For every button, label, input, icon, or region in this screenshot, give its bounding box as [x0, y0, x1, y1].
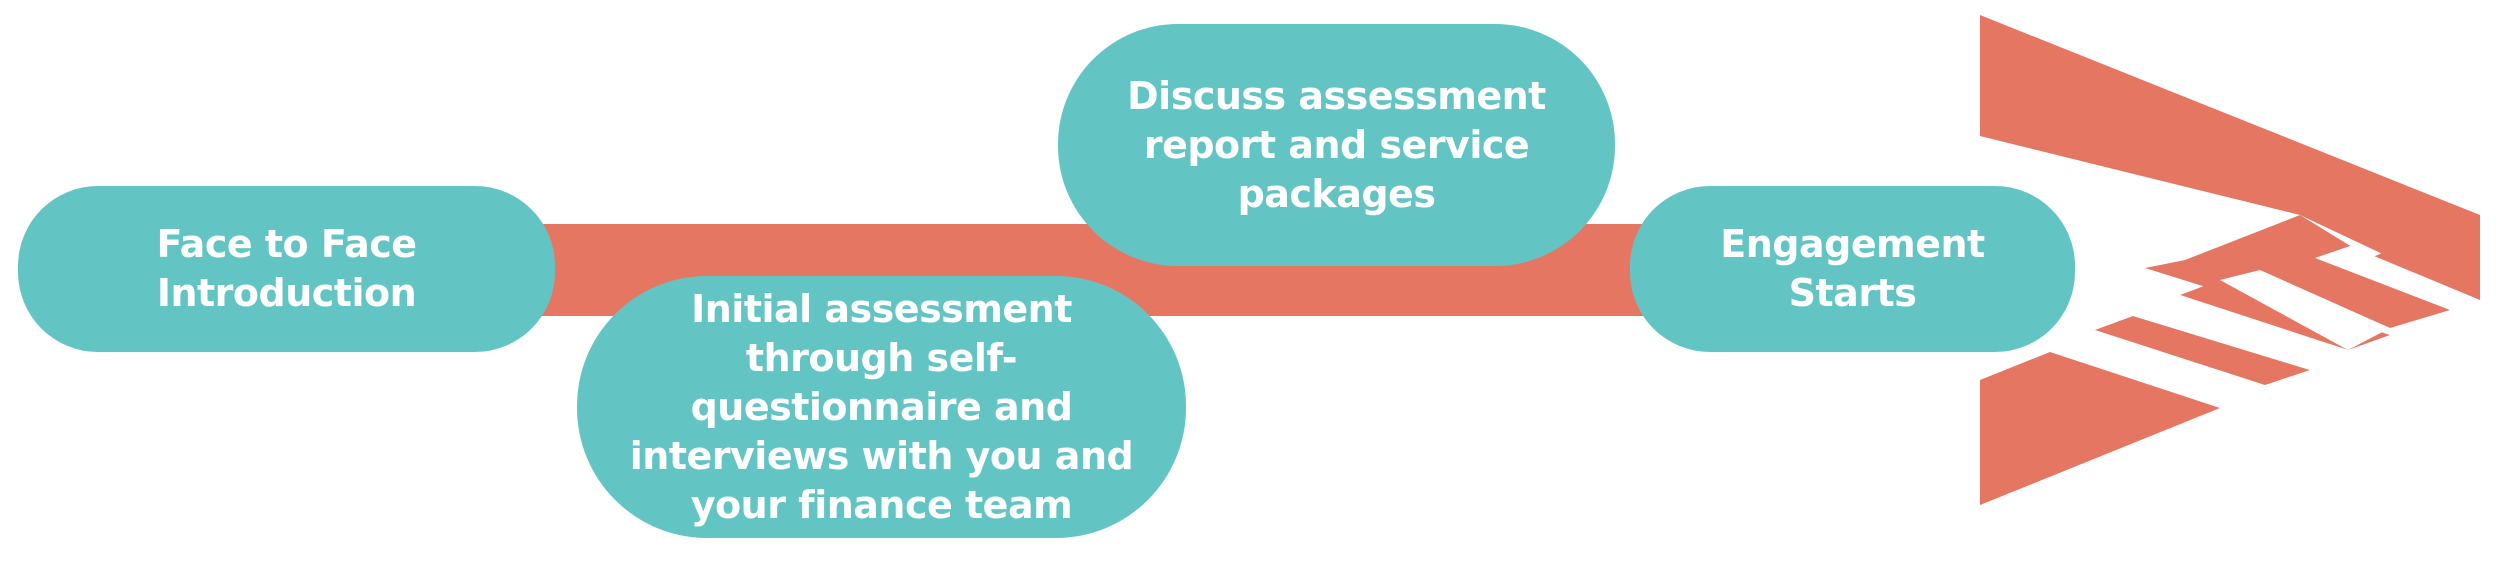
step-label: Engagement Starts	[1720, 222, 1985, 315]
step-face-to-face-introduction: Face to Face Introduction	[18, 186, 555, 352]
step-label: Face to Face Introduction	[156, 222, 417, 315]
step-initial-assessment: Initial assessment through self-question…	[577, 276, 1186, 538]
step-label: Discuss assessment report and service pa…	[1127, 73, 1546, 216]
step-engagement-starts: Engagement Starts	[1630, 186, 2075, 352]
step-discuss-assessment-report: Discuss assessment report and service pa…	[1058, 24, 1615, 266]
chevron-arrow-logo-icon	[1980, 15, 2480, 505]
step-label: Initial assessment through self-question…	[629, 286, 1134, 527]
